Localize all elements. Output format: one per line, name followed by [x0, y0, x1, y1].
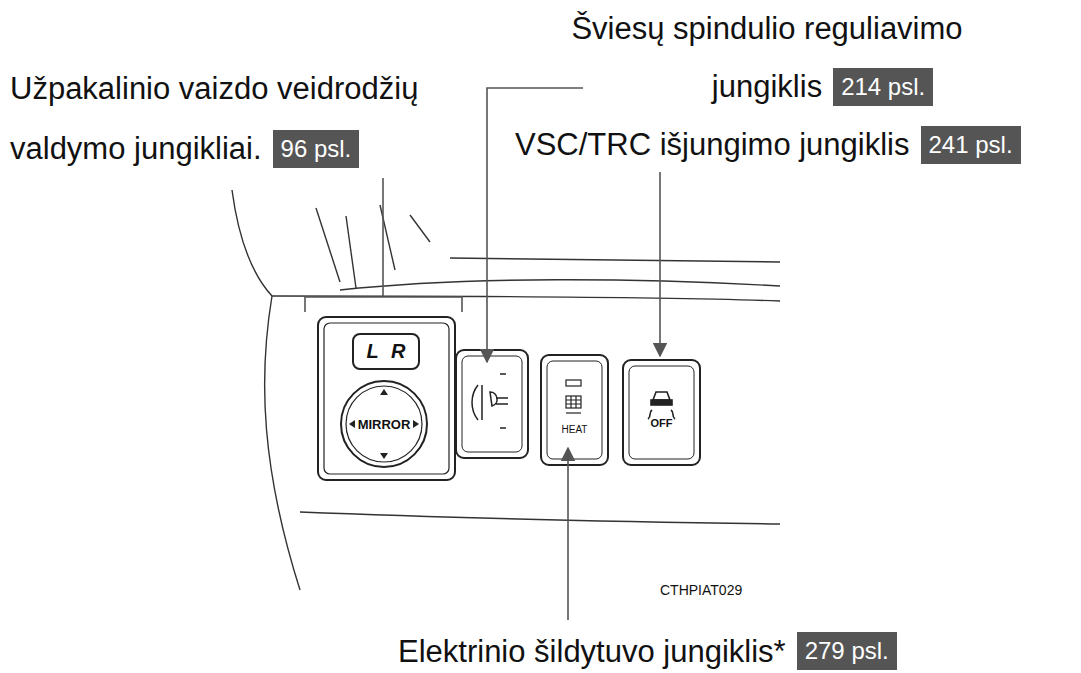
headlight-leveling-switch — [456, 350, 528, 458]
heater-switch-inner — [547, 361, 602, 459]
button-legend: L — [366, 340, 378, 363]
dashboard-outline — [232, 190, 780, 590]
heater-base — [566, 412, 581, 413]
dial-edge — [481, 385, 483, 420]
sketch-stroke — [316, 208, 340, 282]
callout-label: VSC/TRC išjungimo jungiklis — [515, 127, 910, 162]
leader-arrow — [659, 172, 661, 356]
page-number: 241 psl. — [929, 131, 1013, 158]
arrow-up — [380, 389, 388, 395]
dash-edge — [265, 296, 300, 590]
callout-label-box: VSC/TRC išjungimo jungiklis — [515, 125, 910, 165]
sketch-stroke — [346, 216, 356, 288]
arrow-down — [380, 453, 388, 459]
dash-edge — [232, 190, 272, 296]
indicator-lamp — [566, 380, 581, 386]
car-base — [651, 400, 672, 405]
heater-button-face: HEAT — [541, 355, 608, 465]
figure-code: CTHPIAT029 — [660, 582, 742, 598]
panel-bottom — [300, 512, 780, 524]
page-ref-badge: 241 psl. — [921, 126, 1021, 164]
figure-code-box: CTHPIAT029 — [660, 581, 742, 599]
vsc-button-face: OFF — [623, 360, 700, 465]
page-ref-badge: 279 psl. — [797, 632, 897, 670]
mirror-dial-arrows — [349, 389, 419, 459]
level-mark — [500, 373, 506, 375]
level-mark — [500, 427, 506, 429]
mirror-dial-ring — [346, 386, 422, 462]
heater-icon — [566, 396, 581, 413]
heater-grid-lines — [566, 396, 581, 408]
callout-label: Elektrinio šildytuvo jungiklis* — [398, 634, 786, 669]
button-legend: OFF — [651, 417, 673, 429]
heater-grid — [566, 396, 581, 408]
sketch-stroke — [410, 215, 430, 242]
bracket — [305, 297, 462, 312]
mirror-switch-housing — [318, 317, 455, 480]
vsc-switch-inner — [629, 366, 694, 459]
headlight-switch-inner — [462, 356, 522, 452]
arrow-left — [349, 420, 355, 428]
dash-line — [450, 258, 780, 262]
button-legend: R — [391, 340, 405, 363]
skid-car-icon — [648, 392, 675, 419]
vsc-off-switch — [623, 360, 700, 465]
arrow-right — [413, 420, 419, 428]
page-ref-badge: 96 psl. — [273, 130, 360, 168]
car-body — [653, 392, 670, 400]
page-ref-badge: 214 psl. — [833, 68, 933, 106]
heater-switch — [541, 355, 608, 465]
lamp-rays — [496, 398, 508, 404]
dial-edge — [472, 385, 478, 420]
leader-line — [382, 178, 384, 297]
page-number: 214 psl. — [841, 73, 925, 100]
headlight-icon — [472, 374, 508, 428]
mirror-adjust-dial: MIRROR — [340, 380, 428, 468]
leader-arrow — [567, 448, 569, 620]
callout-label-box: Elektrinio šildytuvo jungiklis* — [398, 632, 786, 672]
button-legend: MIRROR — [358, 417, 411, 432]
button-legend: HEAT — [562, 424, 588, 435]
mirror-switch-inner — [324, 323, 449, 474]
page-number: 279 psl. — [805, 637, 889, 664]
page-number: 96 psl. — [281, 135, 352, 162]
dash-line — [340, 280, 780, 290]
callout-label-box: Užpakalinio vaizdo veidrodžių valdymo ju… — [10, 59, 480, 179]
mirror-select-button: LR — [352, 333, 420, 370]
